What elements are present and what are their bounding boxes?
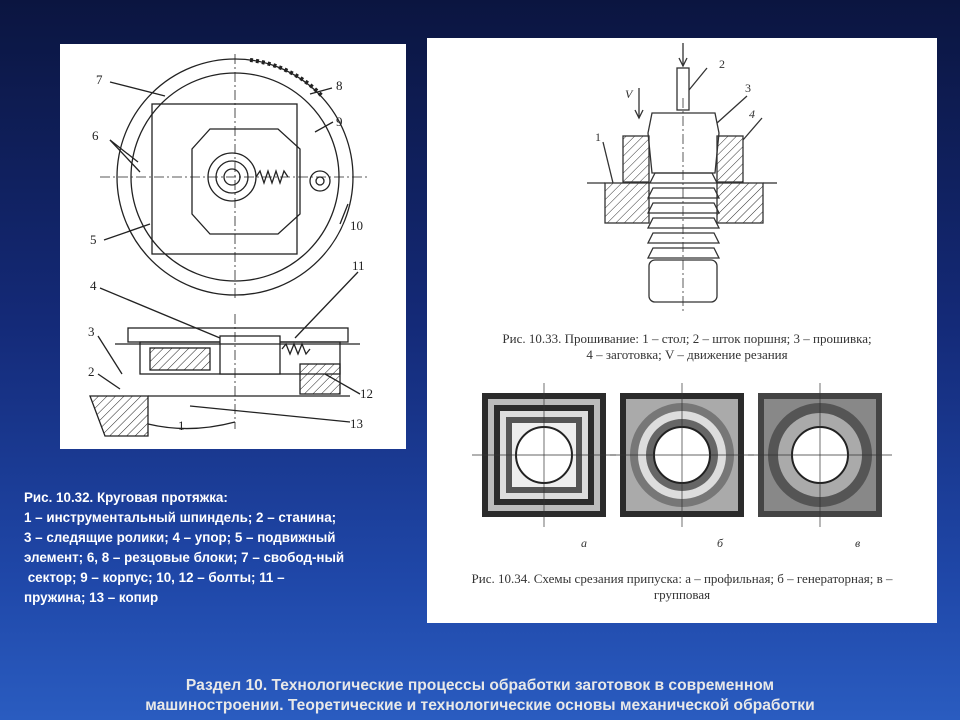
label-2-rod: 2 (719, 57, 725, 71)
caption-line: 3 – следящие ролики; 4 – упор; 5 – подви… (24, 530, 336, 545)
label-12: 12 (360, 386, 373, 401)
label-11: 11 (352, 258, 365, 273)
scheme-v (748, 383, 892, 527)
label-4-workpiece: 4 (749, 107, 755, 121)
caption-line: Рис. 10.34. Схемы срезания припуска: а –… (471, 571, 893, 586)
label-13: 13 (350, 416, 363, 431)
section-footer: Раздел 10. Технологические процессы обра… (40, 676, 920, 716)
scheme-label-v: в (855, 536, 860, 550)
caption-figure-10-32: Рис. 10.32. Круговая протяжка: 1 – инстр… (24, 488, 414, 608)
label-1: 1 (178, 418, 185, 433)
label-1-table: 1 (595, 130, 601, 144)
caption-line: пружина; 13 – копир (24, 590, 159, 605)
label-3-broach: 3 (745, 81, 751, 95)
label-3: 3 (88, 324, 95, 339)
caption-line: групповая (653, 587, 711, 602)
caption-line: сектор; 9 – корпус; 10, 12 – болты; 11 – (24, 570, 285, 585)
label-6: 6 (92, 128, 99, 143)
label-7: 7 (96, 72, 103, 87)
scheme-label-b: б (717, 536, 724, 550)
broaching-drawing: 2 3 4 1 V (587, 43, 777, 313)
caption-figure-10-33: Рис. 10.33. Прошивание: 1 – стол; 2 – шт… (447, 331, 927, 363)
label-v: V (625, 87, 634, 101)
circular-broach-drawing: 7 8 6 9 5 10 11 4 3 12 2 1 13 (88, 54, 373, 437)
label-4: 4 (90, 278, 97, 293)
caption-line: 4 – заготовка; V – движение резания (586, 347, 788, 362)
scheme-label-a: а (581, 536, 587, 550)
footer-line: Раздел 10. Технологические процессы обра… (185, 677, 775, 694)
scheme-b (610, 383, 754, 527)
label-5: 5 (90, 232, 97, 247)
scheme-a (472, 383, 616, 527)
caption-figure-10-34: Рис. 10.34. Схемы срезания припуска: а –… (431, 571, 933, 603)
footer-line: машиностроении. Теоретические и технолог… (145, 697, 815, 714)
label-10: 10 (350, 218, 363, 233)
figure-broaching-schemes: 2 3 4 1 V Рис. 10.33. Прошивание: 1 – ст… (427, 38, 937, 623)
caption-line: элемент; 6, 8 – резцовые блоки; 7 – своб… (24, 550, 345, 565)
label-9: 9 (336, 114, 343, 129)
label-8: 8 (336, 78, 343, 93)
caption-line: 1 – инструментальный шпиндель; 2 – стани… (24, 510, 337, 525)
cutting-schemes: а б в (472, 383, 892, 550)
label-2: 2 (88, 364, 95, 379)
figure-circular-broach: 7 8 6 9 5 10 11 4 3 12 2 1 13 (60, 44, 406, 449)
caption-line: Рис. 10.32. Круговая протяжка: (24, 490, 228, 505)
caption-line: Рис. 10.33. Прошивание: 1 – стол; 2 – шт… (502, 331, 872, 346)
